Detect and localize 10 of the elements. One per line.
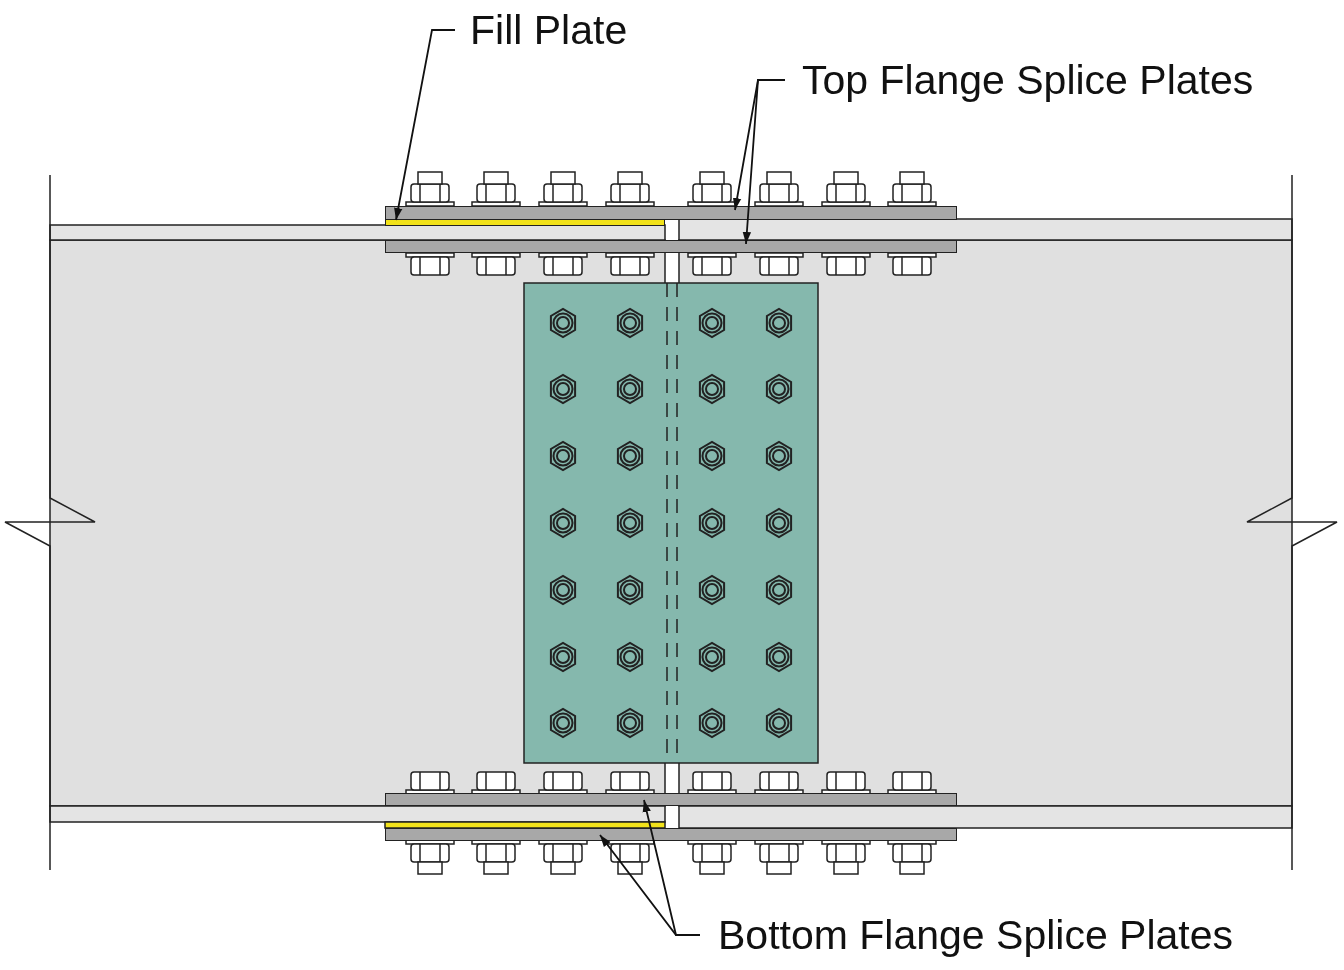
callout-label: Fill Plate: [470, 10, 628, 51]
callout-label: Top Flange Splice Plates: [802, 60, 1254, 101]
splice-plate: [385, 828, 957, 841]
leader-line: [742, 79, 786, 245]
leader-line: [394, 29, 456, 221]
splice-plate: [385, 206, 957, 220]
callout-label: Bottom Flange Splice Plates: [718, 915, 1234, 956]
splice-plate: [385, 240, 957, 253]
leader-line: [599, 834, 701, 936]
splice-plate: [385, 793, 957, 806]
